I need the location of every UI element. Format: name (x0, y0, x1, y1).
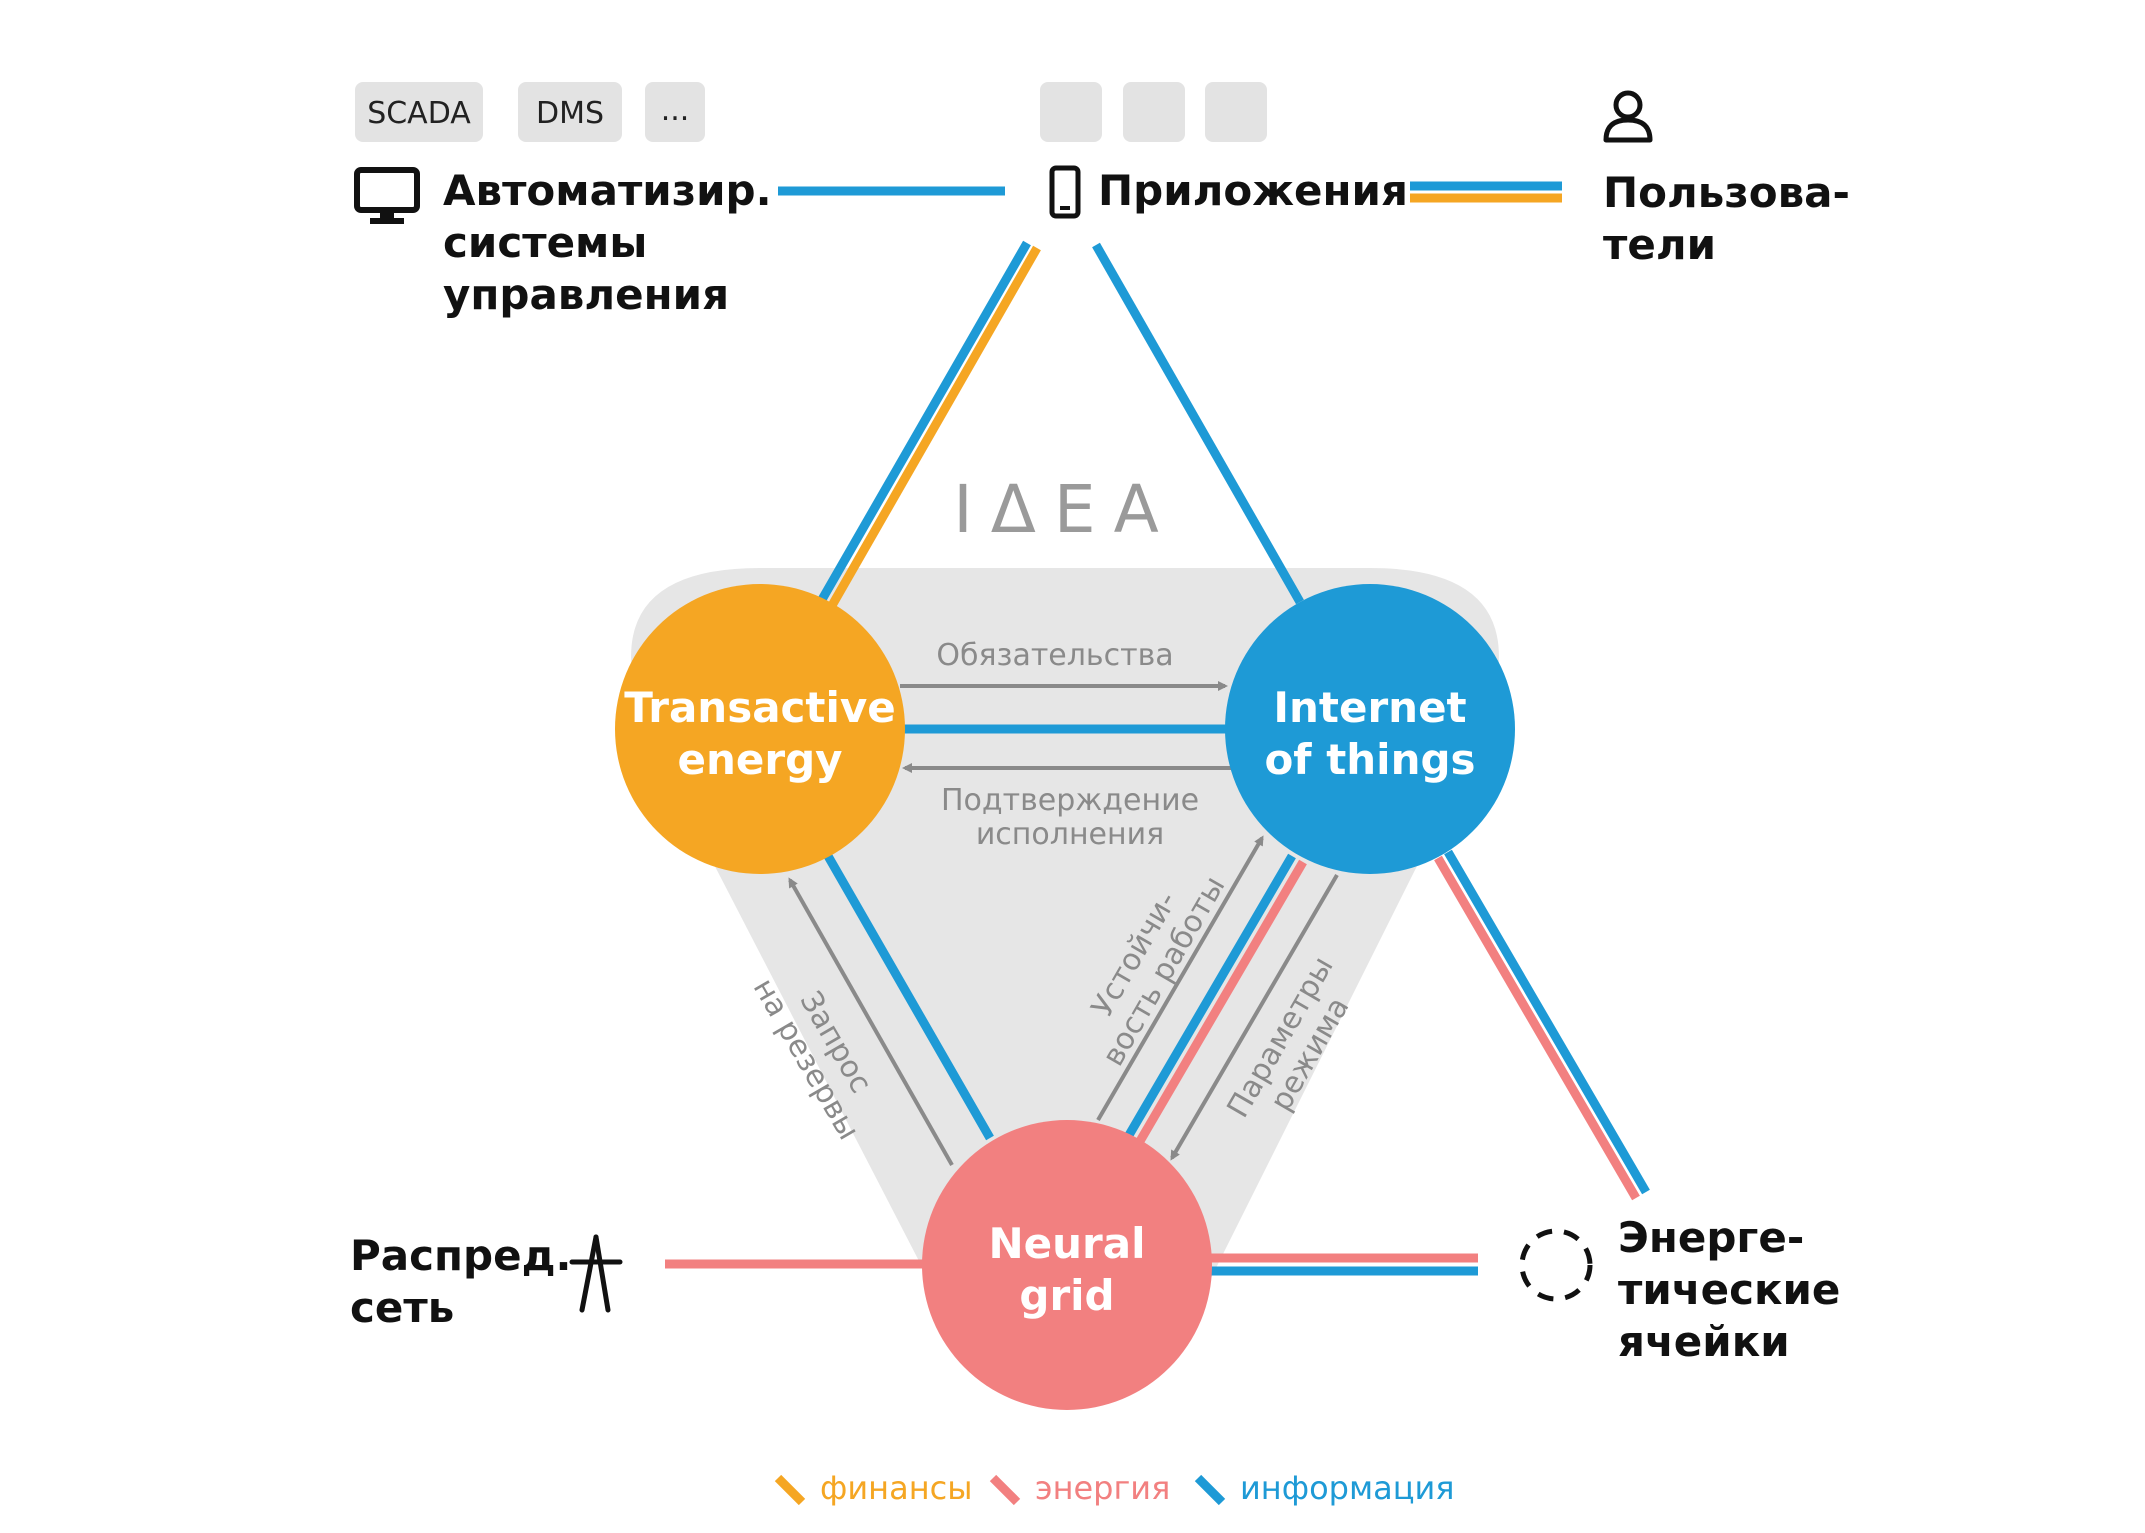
chip-dms[interactable] (518, 82, 622, 142)
app-chip[interactable] (1123, 82, 1185, 142)
grid-iot-info-line (1121, 853, 1296, 1145)
node-internet-of-things[interactable]: Internet of things (1225, 584, 1515, 874)
legend-finance-label: финансы (820, 1469, 972, 1507)
apps-chips (1040, 82, 1267, 142)
users-label-line2: тели (1603, 220, 1716, 269)
systems-label-line3: управления (443, 270, 729, 319)
mode-params-arrow (1170, 873, 1339, 1161)
node-neural-grid[interactable]: Neural grid (922, 1120, 1212, 1410)
grid-circle (922, 1120, 1212, 1410)
chip-dms-label: DMS (536, 96, 604, 131)
smartphone-icon (1049, 165, 1081, 219)
cells-label-line2: тические (1618, 1265, 1840, 1314)
apps-label: Приложения (1098, 166, 1408, 215)
grid-iot-energy-line (1132, 859, 1307, 1151)
legend-finance-swatch (774, 1474, 806, 1506)
app-chip[interactable] (1040, 82, 1102, 142)
legend-energy-label: энергия (1035, 1469, 1170, 1507)
stability-arrow (1096, 835, 1264, 1122)
users-label-line1: Пользова- (1603, 168, 1850, 217)
chip-more[interactable] (645, 82, 705, 142)
idea-logo: IΔEA (953, 471, 1176, 548)
distribution-label-line2: сеть (350, 1283, 454, 1332)
chip-scada-label: SCADA (367, 96, 471, 131)
grid-label-line2: grid (1019, 1271, 1114, 1320)
obligations-label: Обязательства (936, 638, 1173, 673)
chip-more-label: ... (661, 93, 690, 128)
legend-information-label: информация (1240, 1469, 1455, 1507)
dashed-circle-icon (1519, 1228, 1593, 1302)
systems-label-line2: системы (443, 218, 647, 267)
grid-label-line1: Neural (989, 1219, 1146, 1268)
confirmation-label-line1: Подтверждение (941, 783, 1199, 818)
transactive-grid-info-line (824, 853, 994, 1141)
confirmation-label-line2: исполнения (976, 817, 1164, 852)
monitor-icon (354, 167, 420, 224)
reserve-request-arrow (788, 877, 954, 1166)
legend-information-swatch (1194, 1474, 1226, 1506)
transactive-label-line1: Transactive (624, 683, 896, 732)
iot-label-line1: Internet (1273, 683, 1466, 732)
legend: финансы энергия информация (774, 1469, 1455, 1507)
distribution-label-line1: Распред. (350, 1231, 571, 1280)
iot-cells-info-line (1444, 849, 1650, 1195)
power-pylon-icon (569, 1234, 623, 1313)
node-transactive-energy[interactable]: Transactive energy (615, 584, 905, 874)
apps-transactive-finance-line (826, 245, 1041, 612)
user-icon (1603, 90, 1653, 143)
cells-label-line1: Энерге- (1618, 1213, 1804, 1262)
transactive-label-line2: energy (677, 735, 842, 784)
cells-label-line3: ячейки (1618, 1317, 1790, 1366)
chip-scada[interactable] (355, 82, 483, 142)
iot-label-line2: of things (1264, 735, 1475, 784)
app-chip[interactable] (1205, 82, 1267, 142)
apps-iot-info-line (1092, 242, 1304, 605)
systems-label-line1: Автоматизир. (443, 166, 772, 215)
legend-energy-swatch (989, 1474, 1021, 1506)
systems-chips: SCADA DMS ... (355, 82, 705, 142)
iot-cells-energy-line (1434, 855, 1640, 1201)
apps-transactive-info-line (816, 240, 1031, 606)
transactive-circle (615, 584, 905, 874)
iot-circle (1225, 584, 1515, 874)
